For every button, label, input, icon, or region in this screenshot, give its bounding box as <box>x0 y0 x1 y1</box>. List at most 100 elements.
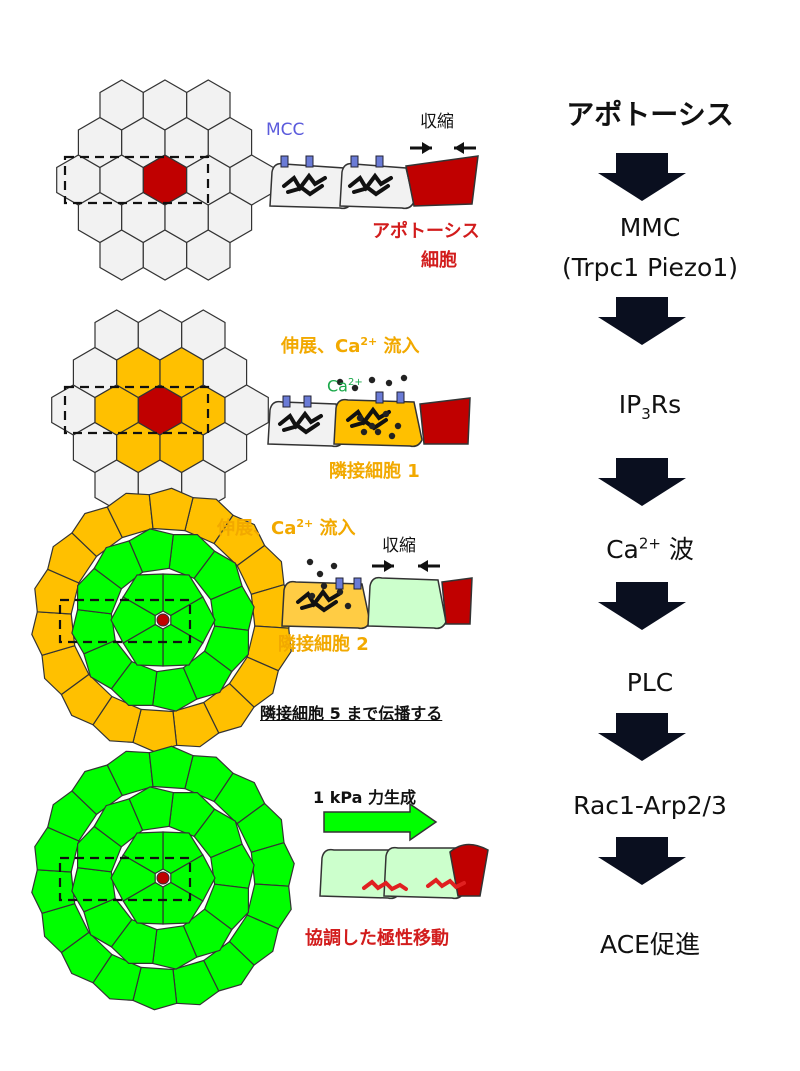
panel3-calcium-dot <box>308 592 316 600</box>
panel2-calcium-dot <box>394 422 402 430</box>
contract-label-1: 収縮 <box>420 112 454 132</box>
panel3-polygon-cell <box>83 639 133 690</box>
neighbor-cell-2-label: 隣接細胞 2 <box>278 634 369 655</box>
panel4-polygon-cell <box>31 869 76 915</box>
panel3-calcium-dot <box>316 570 324 578</box>
panel1-mcc-channel <box>280 155 289 168</box>
panel4-polygon-cell <box>236 802 285 854</box>
panel3-polygon-cell <box>170 596 216 644</box>
panel1-actin-b <box>348 172 393 197</box>
panel2-dashed-box <box>63 385 210 435</box>
panel1-mcc-channel <box>305 155 314 168</box>
panel3-contract-left-head <box>384 560 394 572</box>
panel1-contract-left-head <box>422 142 432 154</box>
apoptotic-cell-label-2: 細胞 <box>421 250 457 271</box>
panel1-contract-right-head <box>454 142 464 154</box>
panel4-polygon-cell <box>202 940 255 992</box>
panel3-polygon-cell <box>31 611 76 657</box>
neighbor-cell-1-label: 隣接細胞 1 <box>329 461 420 482</box>
flow-step-plc: PLC <box>626 668 674 697</box>
panel3-polygon-cell <box>203 625 249 673</box>
flow-arrow-4 <box>598 582 686 630</box>
panel3-mcc-channel <box>335 577 344 590</box>
panel3-mcc-channel <box>353 577 362 590</box>
flow-step-ip3rs: IP3Rs <box>618 390 682 423</box>
panel4-polygon-cell <box>83 897 133 948</box>
panel2-calcium-dot <box>336 378 344 386</box>
panel4-polygon-cell <box>41 902 90 954</box>
panel3-dashed-box <box>58 598 192 644</box>
panel3-polygon-cell <box>71 506 124 558</box>
panel3-contract-right-head <box>418 560 428 572</box>
panel3-polygon-cell <box>162 623 204 667</box>
panel4-polygon-cell <box>71 764 124 816</box>
panel2-calcium-dot <box>360 428 368 436</box>
panel2-cell-a <box>267 400 345 448</box>
panel3-polygon-cell <box>202 682 255 734</box>
flow-step-ace: ACE促進 <box>600 930 700 959</box>
panel3-actin <box>296 588 341 613</box>
panel1-mcc-channel <box>375 155 384 168</box>
panel2-mcc-channel <box>282 395 291 408</box>
force-generation-label: 1 kPa 力生成 <box>313 788 417 807</box>
flow-step-rac1: Rac1-Arp2/3 <box>573 791 727 820</box>
panel1-apoptotic-cell-profile <box>405 155 479 207</box>
panel4-polygon-cell <box>250 841 295 887</box>
flow-arrow-1 <box>598 153 686 201</box>
panel4-polygon-cell <box>203 883 249 931</box>
panel3-calcium-dot <box>320 582 328 590</box>
panel1-actin-a <box>282 172 327 197</box>
panel2-mcc-channel <box>375 391 384 404</box>
panel3-polygon-cell <box>148 487 194 532</box>
panel4-polygon-cell <box>193 808 243 859</box>
panel3-polygon-cell <box>128 528 174 573</box>
panel2-calcium-dot <box>368 376 376 384</box>
panel2-actin-a <box>278 410 323 435</box>
panel4-polygon-cell <box>128 786 174 831</box>
stretch-influx-label-2: 伸展、Ca2+ 流入 <box>217 517 356 539</box>
panel4-polygon-cell <box>148 745 194 790</box>
apoptotic-cell-label: アポトーシス <box>372 221 480 242</box>
panel3-polygon-cell <box>152 667 198 712</box>
panel4-lamellipodia <box>362 879 408 892</box>
panel3-apoptotic-cell-profile <box>441 577 473 625</box>
panel2-calcium-dot <box>382 410 390 418</box>
panel3-apoptotic-cell <box>156 613 170 627</box>
panel4-polygon-cell <box>152 925 198 970</box>
panel2-apoptotic-cell-profile <box>419 397 471 445</box>
panel3-cell-b <box>367 576 447 630</box>
panel2-calcium-dot <box>388 432 396 440</box>
panel2-calcium-dot <box>356 414 364 422</box>
panel3-polygon-cell <box>76 567 123 615</box>
panel3-polygon-cell <box>92 695 142 744</box>
panel4-polygon-cell <box>132 966 178 1011</box>
panel2-calcium-dot <box>368 422 376 430</box>
panel2-mcc-channel <box>396 391 405 404</box>
flow-arrow-5 <box>598 713 686 761</box>
panel2-mcc-channel <box>303 395 312 408</box>
panel4-apoptotic-cell <box>156 871 170 885</box>
polarized-migration-label: 協調した極性移動 <box>305 928 449 949</box>
panel3-calcium-dot <box>344 602 352 610</box>
panel4-polygon-cell <box>170 854 216 902</box>
flow-title: アポトーシス <box>566 98 734 131</box>
panel2-hex-cell <box>224 384 269 436</box>
mcc-label: MCC <box>266 120 305 140</box>
panel3-calcium-dot <box>330 562 338 570</box>
panel3-polygon-cell <box>132 708 178 753</box>
panel3-polygon-cell <box>236 544 285 596</box>
panel3-polygon-cell <box>110 596 156 644</box>
panel2-calcium-dot <box>400 374 408 382</box>
panel1-dashed-box <box>63 155 210 205</box>
propagation-label: 隣接細胞 5 まで伝播する <box>260 704 443 723</box>
stretch-influx-label-1: 伸展、Ca2+ 流入 <box>281 335 420 357</box>
panel4-polygon-cell <box>76 825 123 873</box>
panel1-mcc-channel <box>350 155 359 168</box>
panel3-polygon-cell <box>41 644 90 696</box>
panel4-dashed-box <box>58 856 192 902</box>
flow-arrow-6 <box>598 837 686 885</box>
ca-label: Ca2+ <box>327 376 363 396</box>
panel3-polygon-cell <box>193 550 243 601</box>
flow-arrow-2 <box>598 297 686 345</box>
